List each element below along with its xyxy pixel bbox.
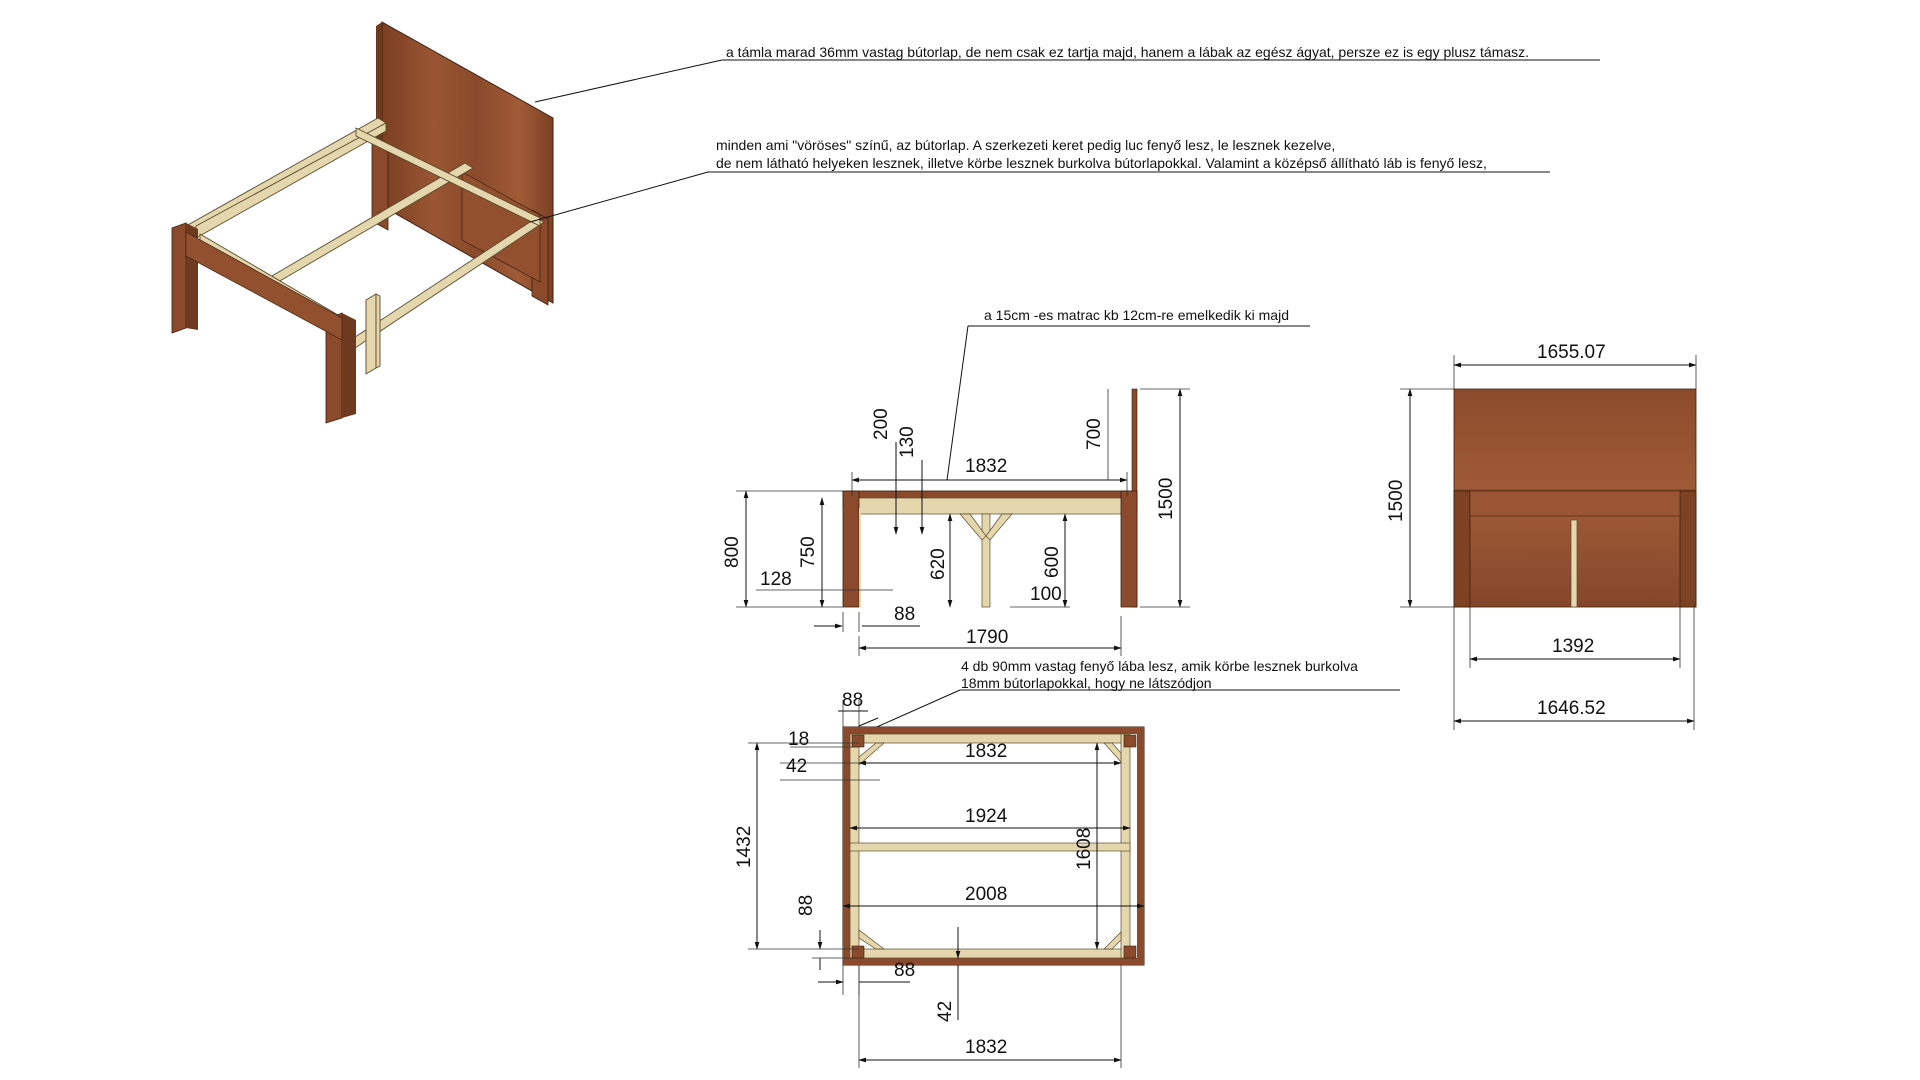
side-view bbox=[842, 388, 1138, 608]
note-material-line1: minden ami "vöröses" színű, az bútorlap.… bbox=[716, 137, 1335, 153]
top-view bbox=[842, 726, 1145, 966]
note-mattress: a 15cm -es matrac kb 12cm-re emelkedik k… bbox=[984, 307, 1289, 323]
side-center-leg bbox=[981, 513, 991, 608]
dim-front-width-top: 1655.07 bbox=[1537, 342, 1606, 363]
side-view-dimensions: 1832 a 15cm -es matrac kb 12cm-re emelke… bbox=[722, 307, 1310, 656]
front-view-dimensions: 1655.07 1500 1392 1646.52 bbox=[1386, 342, 1697, 730]
dim-top-42-bottom: 42 bbox=[935, 1001, 956, 1022]
dim-top-88-bottom: 88 bbox=[894, 960, 915, 981]
dim-top-1832-top: 1832 bbox=[965, 741, 1007, 762]
dim-side-200: 200 bbox=[871, 408, 892, 440]
note-legs-line2: 18mm bútorlapokkal, hogy ne látszódjon bbox=[961, 675, 1212, 691]
dim-side-88: 88 bbox=[894, 604, 915, 625]
note-headboard: a támla marad 36mm vastag bútorlap, de n… bbox=[726, 44, 1529, 60]
dim-top-88-top: 88 bbox=[842, 690, 863, 711]
dim-side-130: 130 bbox=[897, 426, 918, 458]
side-leg-rear bbox=[1120, 490, 1138, 608]
dim-top-2008: 2008 bbox=[965, 884, 1007, 905]
dim-top-18: 18 bbox=[788, 729, 809, 750]
dim-side-700: 700 bbox=[1084, 418, 1105, 450]
dim-side-100: 100 bbox=[1030, 584, 1062, 605]
dim-side-1832: 1832 bbox=[965, 456, 1007, 477]
dim-top-1924: 1924 bbox=[965, 806, 1008, 827]
dim-front-height: 1500 bbox=[1386, 480, 1407, 522]
dim-top-42-left: 42 bbox=[786, 756, 807, 777]
dim-side-750: 750 bbox=[798, 536, 819, 568]
note-material-line2: de nem látható helyeken lesznek, illetve… bbox=[716, 155, 1487, 171]
dim-side-1500: 1500 bbox=[1156, 478, 1177, 520]
note-legs-line1: 4 db 90mm vastag fenyő lába lesz, amik k… bbox=[961, 658, 1358, 674]
dim-side-1790: 1790 bbox=[966, 627, 1008, 648]
dim-side-800: 800 bbox=[722, 536, 743, 568]
front-center-leg bbox=[1570, 519, 1578, 608]
dim-top-1608: 1608 bbox=[1074, 828, 1095, 870]
iso-front-leg-left bbox=[171, 222, 187, 334]
dim-side-128: 128 bbox=[760, 569, 792, 590]
dim-side-620: 620 bbox=[928, 548, 949, 580]
isometric-view bbox=[171, 21, 554, 424]
dim-side-600: 600 bbox=[1042, 546, 1063, 578]
top-view-dimensions: 88 18 42 1832 1924 1608 2008 1432 88 bbox=[734, 690, 1145, 1068]
dim-top-1832-bottom: 1832 bbox=[965, 1037, 1007, 1058]
dim-front-inner: 1392 bbox=[1552, 636, 1594, 657]
dim-top-1432: 1432 bbox=[734, 826, 755, 868]
front-view bbox=[1453, 388, 1697, 608]
iso-pine-frame bbox=[185, 117, 545, 375]
dim-top-88-left: 88 bbox=[796, 895, 817, 916]
dim-front-width-bottom: 1646.52 bbox=[1537, 698, 1606, 719]
